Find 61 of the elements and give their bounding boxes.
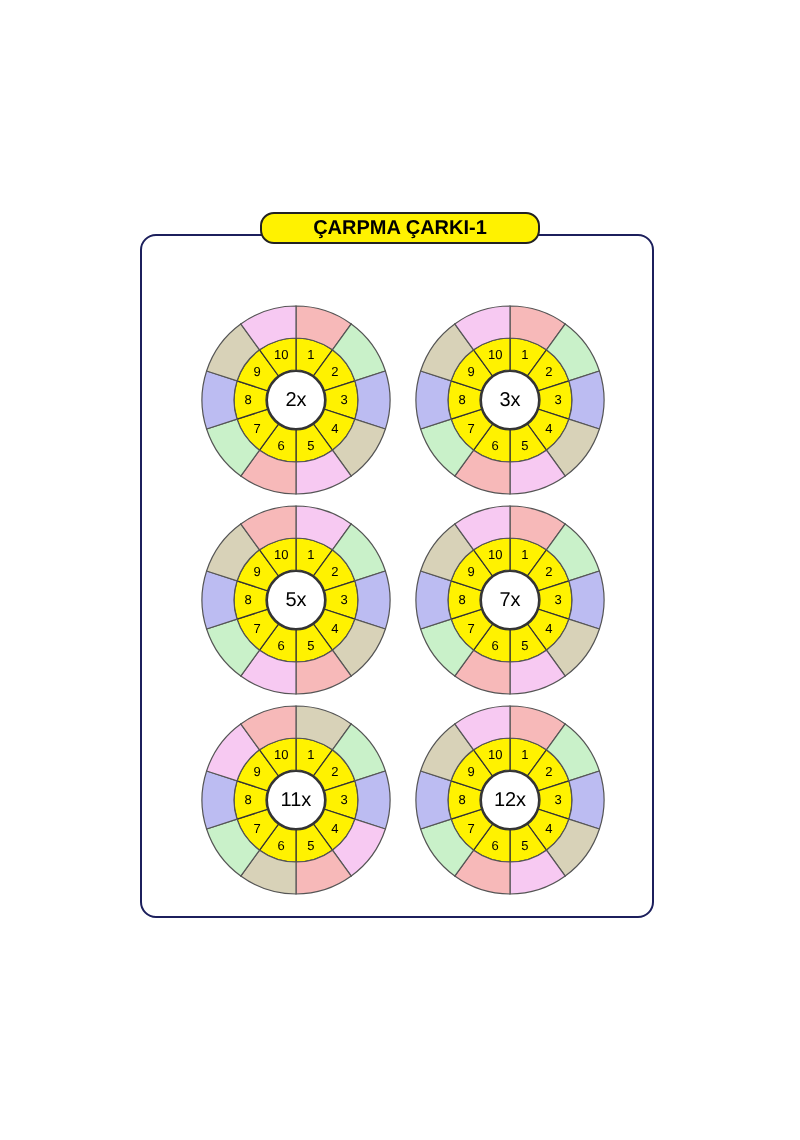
answer-sector xyxy=(331,418,386,477)
answer-sector xyxy=(240,849,297,895)
answer-sector xyxy=(454,305,511,351)
answer-sector xyxy=(545,323,600,382)
answer-sector xyxy=(354,370,391,430)
answer-sector xyxy=(415,770,452,830)
answer-sector xyxy=(206,723,261,782)
answer-sector xyxy=(240,705,297,751)
answer-sector xyxy=(568,370,605,430)
answer-sector xyxy=(420,618,475,677)
answer-sector xyxy=(295,705,352,751)
answer-sector xyxy=(354,770,391,830)
answer-sector xyxy=(331,723,386,782)
answer-sector xyxy=(509,449,566,495)
answer-sector xyxy=(454,649,511,695)
answer-sector xyxy=(201,370,238,430)
answer-sector xyxy=(545,723,600,782)
answer-sector xyxy=(454,449,511,495)
answer-sector xyxy=(420,418,475,477)
answer-sector xyxy=(295,649,352,695)
answer-sector xyxy=(206,618,261,677)
title-banner: ÇARPMA ÇARKI-1 xyxy=(260,212,540,244)
answer-sector xyxy=(509,305,566,351)
answer-sector xyxy=(545,523,600,582)
answer-sector xyxy=(331,618,386,677)
answer-sector xyxy=(295,305,352,351)
answer-sector xyxy=(545,418,600,477)
answer-sector xyxy=(420,323,475,382)
answer-sector xyxy=(331,818,386,877)
answer-sector xyxy=(206,418,261,477)
answer-sector xyxy=(545,618,600,677)
answer-sector xyxy=(295,449,352,495)
answer-sector xyxy=(420,523,475,582)
answer-sector xyxy=(331,323,386,382)
answer-sector xyxy=(415,570,452,630)
answer-sector xyxy=(206,818,261,877)
answer-sector xyxy=(509,505,566,551)
answer-sector xyxy=(454,849,511,895)
answer-sector xyxy=(509,649,566,695)
answer-sector xyxy=(331,523,386,582)
answer-sector xyxy=(240,305,297,351)
answer-sector xyxy=(295,505,352,551)
answer-sector xyxy=(240,505,297,551)
answer-sector xyxy=(545,818,600,877)
answer-sector xyxy=(295,849,352,895)
answer-sector xyxy=(415,370,452,430)
answer-sector xyxy=(509,849,566,895)
answer-sector xyxy=(201,570,238,630)
answer-sector xyxy=(454,505,511,551)
answer-sector xyxy=(568,570,605,630)
answer-sector xyxy=(509,705,566,751)
answer-sector xyxy=(206,323,261,382)
answer-sector xyxy=(420,723,475,782)
answer-sector xyxy=(206,523,261,582)
answer-sector xyxy=(201,770,238,830)
answer-sector xyxy=(420,818,475,877)
answer-sector xyxy=(454,705,511,751)
answer-sector xyxy=(240,649,297,695)
answer-sector xyxy=(354,570,391,630)
answer-sector xyxy=(568,770,605,830)
answer-sector xyxy=(240,449,297,495)
